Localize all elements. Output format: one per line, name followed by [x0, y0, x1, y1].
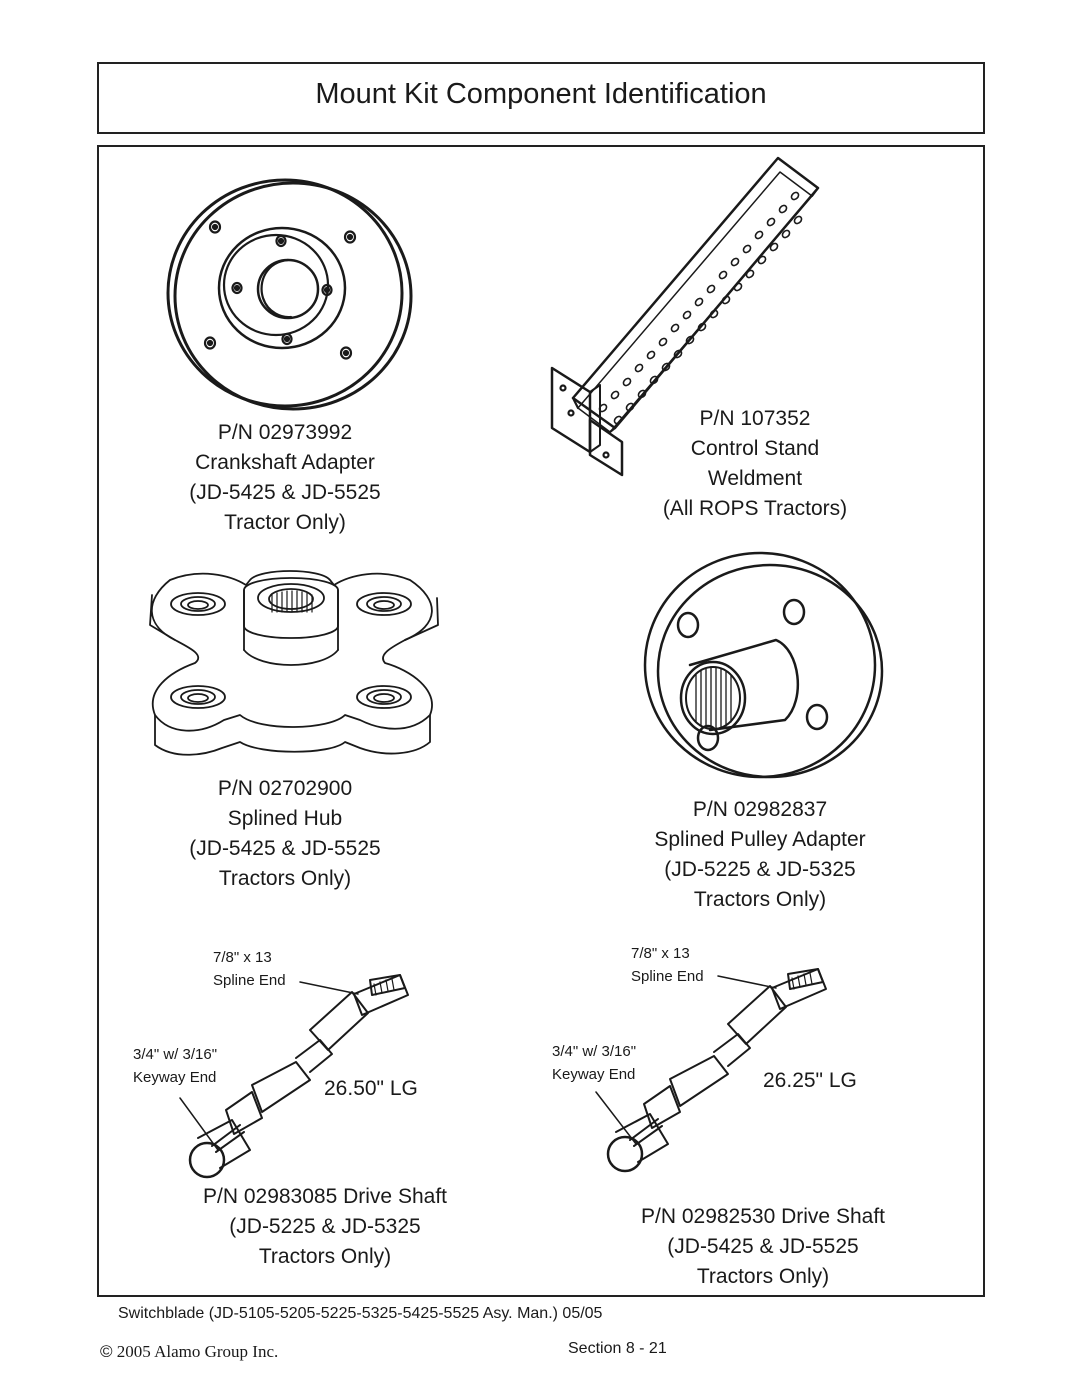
callout-line: Spline End — [631, 968, 704, 985]
spline-end-label-right: 7/8" x 13 Spline End — [631, 942, 704, 988]
shaft-length-right: 26.25" LG — [763, 1069, 857, 1092]
caption-line: Tractors Only) — [218, 867, 352, 890]
keyway-end-label-left: 3/4" w/ 3/16" Keyway End — [133, 1043, 217, 1089]
caption-line: (JD-5425 & JD-5525 — [189, 481, 381, 504]
component-panel — [97, 145, 985, 1297]
caption-line: (JD-5225 & JD-5325 — [664, 858, 856, 881]
caption-splined-pulley-adapter: P/N 02982837 Splined Pulley Adapter (JD-… — [610, 795, 910, 915]
caption-drive-shaft-right: P/N 02982530 Drive Shaft (JD-5425 & JD-5… — [598, 1202, 928, 1292]
keyway-leader-left — [179, 1097, 219, 1151]
caption-drive-shaft-left: P/N 02983085 Drive Shaft (JD-5225 & JD-5… — [160, 1182, 490, 1272]
manual-reference: Switchblade (JD-5105-5205-5225-5325-5425… — [118, 1305, 603, 1322]
shaft-length-left: 26.50" LG — [324, 1077, 418, 1100]
caption-control-stand: P/N 107352 Control Stand Weldment (All R… — [610, 404, 900, 524]
caption-line: P/N 107352 — [699, 407, 811, 430]
caption-line: Crankshaft Adapter — [195, 451, 375, 474]
copyright-text: 2005 Alamo Group Inc. — [112, 1342, 279, 1361]
title-box: Mount Kit Component Identification — [97, 62, 985, 134]
copyright: © 2005 Alamo Group Inc. — [100, 1342, 278, 1362]
keyway-leader-right — [595, 1091, 637, 1145]
caption-line: Splined Hub — [227, 807, 343, 830]
drive-shaft-right-drawing — [606, 968, 827, 1173]
caption-line: Weldment — [707, 467, 803, 490]
caption-splined-hub: P/N 02702900 Splined Hub (JD-5425 & JD-5… — [140, 774, 430, 894]
caption-line: (JD-5425 & JD-5525 — [189, 837, 381, 860]
page-title: Mount Kit Component Identification — [315, 78, 767, 110]
caption-line: (JD-5225 & JD-5325 — [229, 1215, 421, 1238]
caption-line: Control Stand — [690, 437, 820, 460]
caption-line: Tractor Only) — [224, 511, 346, 534]
callout-line: 7/8" x 13 — [631, 945, 690, 962]
caption-crankshaft-adapter: P/N 02973992 Crankshaft Adapter (JD-5425… — [140, 418, 430, 538]
caption-line: Tractors Only) — [696, 1265, 830, 1288]
copyright-symbol: © — [100, 1342, 113, 1361]
caption-line: P/N 02983085 Drive Shaft — [203, 1185, 447, 1208]
caption-line: Splined Pulley Adapter — [654, 828, 866, 851]
splined-pulley-adapter-drawing — [643, 551, 884, 779]
caption-line: (JD-5425 & JD-5525 — [667, 1235, 859, 1258]
callout-line: 3/4" w/ 3/16" — [552, 1043, 637, 1060]
control-stand-drawing — [550, 156, 820, 477]
spline-leader-right — [717, 975, 777, 989]
caption-line: P/N 02982837 — [692, 798, 828, 821]
spline-end-label-left: 7/8" x 13 Spline End — [213, 946, 286, 992]
callout-line: Keyway End — [133, 1069, 217, 1086]
caption-line: P/N 02973992 — [217, 421, 353, 444]
keyway-end-label-right: 3/4" w/ 3/16" Keyway End — [552, 1040, 636, 1086]
callout-line: 7/8" x 13 — [213, 949, 272, 966]
caption-line: P/N 02982530 Drive Shaft — [641, 1205, 885, 1228]
spline-leader-left — [299, 981, 359, 995]
caption-line: (All ROPS Tractors) — [662, 497, 848, 520]
crankshaft-adapter-drawing — [166, 178, 413, 411]
splined-hub-drawing — [149, 570, 439, 756]
caption-line: Tractors Only) — [693, 888, 827, 911]
callout-line: Spline End — [213, 972, 286, 989]
drive-shaft-left-drawing — [188, 974, 409, 1179]
callout-line: Keyway End — [552, 1066, 636, 1083]
callout-line: 3/4" w/ 3/16" — [133, 1046, 218, 1063]
section-page-number: Section 8 - 21 — [568, 1340, 667, 1357]
caption-line: P/N 02702900 — [217, 777, 353, 800]
caption-line: Tractors Only) — [258, 1245, 392, 1268]
